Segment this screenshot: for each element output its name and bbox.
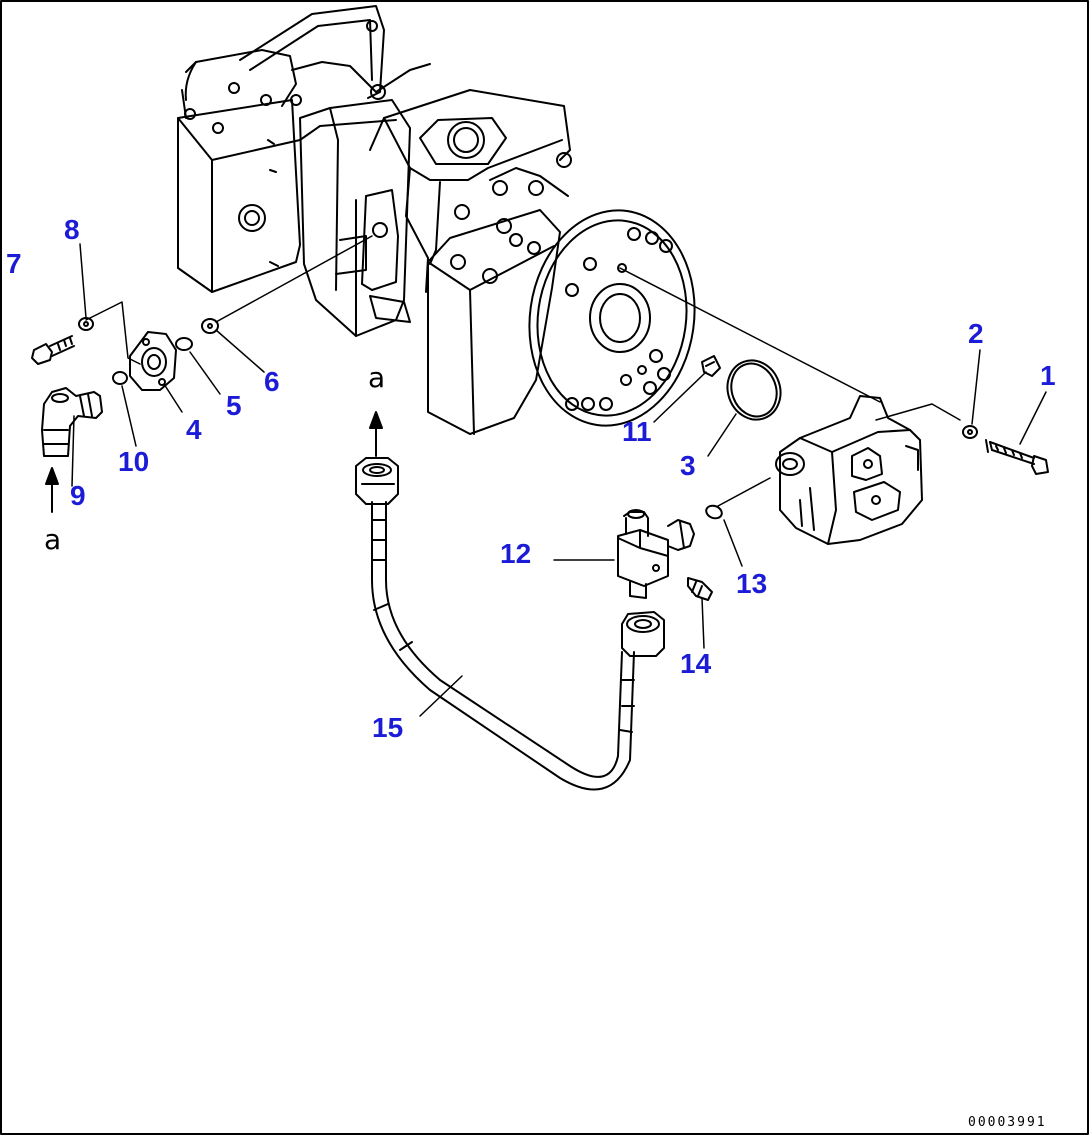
elbow-9 (41, 387, 103, 457)
callout-7: 7 (6, 248, 22, 279)
gear-pump (775, 395, 923, 545)
callout-5: 5 (226, 390, 242, 421)
leader-lines (71, 243, 1047, 717)
flange-4 (129, 331, 177, 391)
callout-10: 10 (118, 446, 150, 477)
callout-2: 2 (968, 318, 984, 349)
tee-fitting-12 (617, 509, 695, 599)
callout-6: 6 (264, 366, 280, 397)
o-ring-3 (726, 359, 782, 421)
callout-14: 14 (680, 648, 712, 679)
callout-8: 8 (64, 214, 80, 245)
washer-2 (962, 425, 978, 439)
reference-arrows (45, 411, 383, 513)
o-ring-10 (112, 371, 128, 385)
pin-11 (701, 355, 721, 377)
bolt-1 (985, 439, 1049, 475)
callout-13: 13 (736, 568, 768, 599)
callout-11: 11 (622, 416, 652, 447)
callout-1: 1 (1040, 360, 1056, 391)
reference-mark-a-left: a (44, 523, 62, 556)
o-ring-13 (705, 504, 723, 520)
callout-9: 9 (70, 480, 86, 511)
callout-4: 4 (186, 414, 202, 445)
main-pump-assembly (177, 5, 696, 435)
callout-12: 12 (500, 538, 532, 569)
bolt-7 (31, 335, 75, 365)
washer-6 (201, 318, 219, 334)
plug-14 (687, 577, 713, 601)
callout-15: 15 (372, 712, 404, 743)
hose-15 (355, 457, 665, 791)
reference-mark-a-center: a (368, 361, 386, 394)
drawing-id: 00003991 (968, 1115, 1047, 1130)
callout-3: 3 (680, 450, 696, 481)
o-ring-5 (175, 337, 193, 351)
